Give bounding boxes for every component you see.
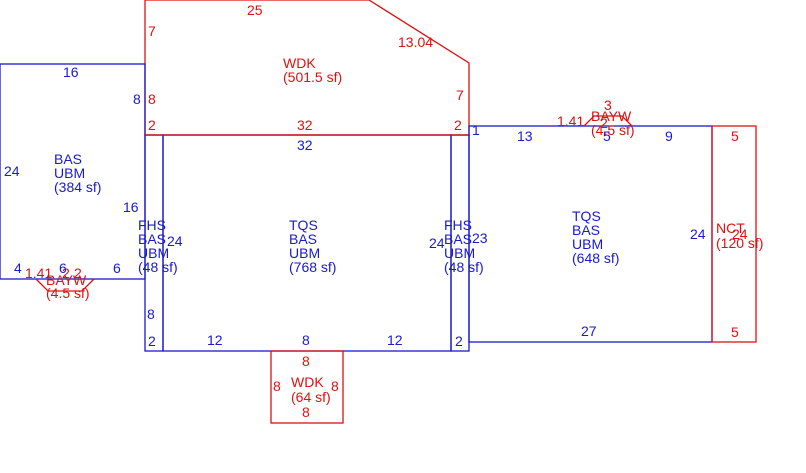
fhs-right-dim-bottom: 2 (455, 333, 463, 349)
wdk-bottom-code: WDK (291, 374, 324, 390)
bas-left-dim-top: 16 (63, 64, 79, 80)
nct-right-size: (120 sf) (716, 235, 763, 251)
bayw-right-dim-1: 1.41 (557, 113, 584, 129)
wdk-top-dim-top: 25 (247, 2, 263, 18)
wdk-top-dim-right-bottom: 2 (454, 117, 462, 133)
tqs-center-dim-bottom-2: 8 (302, 332, 310, 348)
fhs-left-dim-left: 8 (147, 306, 155, 322)
fhs-right-code-3: UBM (444, 245, 475, 261)
tqs-right-size: (648 sf) (572, 250, 619, 266)
fhs-left-dim-right: 24 (167, 233, 183, 249)
bayw-left-dim-2: 2 (62, 265, 70, 281)
wdk-bottom-dim-left: 8 (273, 378, 281, 394)
bayw-right-size: (4.5 sf) (591, 122, 635, 138)
bayw-right-code: BAYW (591, 108, 632, 124)
fhs-right-dim-top: 1 (472, 122, 480, 138)
fhs-right-size: (48 sf) (444, 259, 484, 275)
tqs-right-code-2: BAS (572, 222, 600, 238)
wdk-top-size: (501.5 sf) (283, 69, 342, 85)
bas-left-code-1: BAS (54, 151, 82, 167)
bas-left-dim-bottom-2: 6 (59, 260, 67, 276)
nct-right-code: NCT (716, 220, 745, 236)
bas-left-dim-bottom-1: 4 (14, 260, 22, 276)
bayw-left-dim-1: 1.41 (25, 265, 52, 281)
nct-right-outline (711, 125, 757, 343)
tqs-center-dim-bottom-3: 12 (387, 332, 403, 348)
tqs-center-dim-bottom-1: 12 (207, 332, 223, 348)
wdk-bottom-outline (270, 350, 344, 424)
tqs-right-dim-right: 24 (690, 226, 706, 242)
wdk-top-dim-left-bottom: 2 (148, 117, 156, 133)
bayw-right-dim-2: 3 (604, 97, 612, 113)
bayw-left-size: (4.5 sf) (46, 285, 90, 301)
bayw-right-dim-3: 2 (600, 115, 608, 131)
wdk-top-dim-base: 32 (297, 117, 313, 133)
nct-right-dim-top: 5 (731, 128, 739, 144)
bas-left-size: (384 sf) (54, 179, 101, 195)
nct-right-dim-side: 24 (732, 226, 748, 242)
wdk-bottom-dim-bottom: 8 (302, 404, 310, 420)
fhs-left-code-2: BAS (138, 231, 166, 247)
fhs-right-code-2: BAS (444, 231, 472, 247)
bayw-left-code: BAYW (46, 272, 87, 288)
fhs-right-code-1: FHS (444, 217, 472, 233)
tqs-right-dim-top-2: 9 (665, 128, 673, 144)
wdk-top-dim-left-upper: 7 (148, 23, 156, 39)
bas-left-dim-right-upper: 8 (133, 91, 141, 107)
bas-left-dim-right: 16 (123, 199, 139, 215)
tqs-right-code-3: UBM (572, 236, 603, 252)
tqs-right-dim-top-1: 13 (517, 128, 533, 144)
fhs-right-dim-right: 23 (472, 230, 488, 246)
tqs-center-dim-top: 32 (297, 137, 313, 153)
tqs-center-code-1: TQS (289, 217, 318, 233)
wdk-bottom-size: (64 sf) (291, 389, 331, 405)
tqs-center-size: (768 sf) (289, 259, 336, 275)
wdk-top-code: WDK (283, 55, 316, 71)
bayw-left-dim-3: 2 (74, 265, 82, 281)
fhs-right-dim-left: 24 (429, 235, 445, 251)
wdk-top-dim-diagonal: 13.04 (398, 34, 433, 50)
fhs-left-dim-bottom: 2 (148, 333, 156, 349)
fhs-left-code-3: UBM (138, 245, 169, 261)
wdk-top-dim-left-lower: 8 (148, 91, 156, 107)
tqs-center-code-3: UBM (289, 245, 320, 261)
wdk-bottom-dim-right: 8 (331, 378, 339, 394)
bayw-right-outline (583, 115, 633, 127)
tqs-right-dim-top-bay: 5 (603, 128, 611, 144)
tqs-center-code-2: BAS (289, 231, 317, 247)
bas-left-code-2: UBM (54, 165, 85, 181)
nct-right-dim-bottom: 5 (731, 324, 739, 340)
bas-left-dim-bottom-3: 6 (113, 260, 121, 276)
wdk-bottom-dim-top: 8 (302, 353, 310, 369)
tqs-right-dim-bottom: 27 (581, 323, 597, 339)
bas-left-dim-left: 24 (4, 163, 20, 179)
bayw-left-outline (35, 278, 95, 292)
tqs-right-code-1: TQS (572, 208, 601, 224)
fhs-left-size: (48 sf) (138, 259, 178, 275)
wdk-top-dim-right: 7 (456, 87, 464, 103)
fhs-left-code-1: FHS (138, 217, 166, 233)
